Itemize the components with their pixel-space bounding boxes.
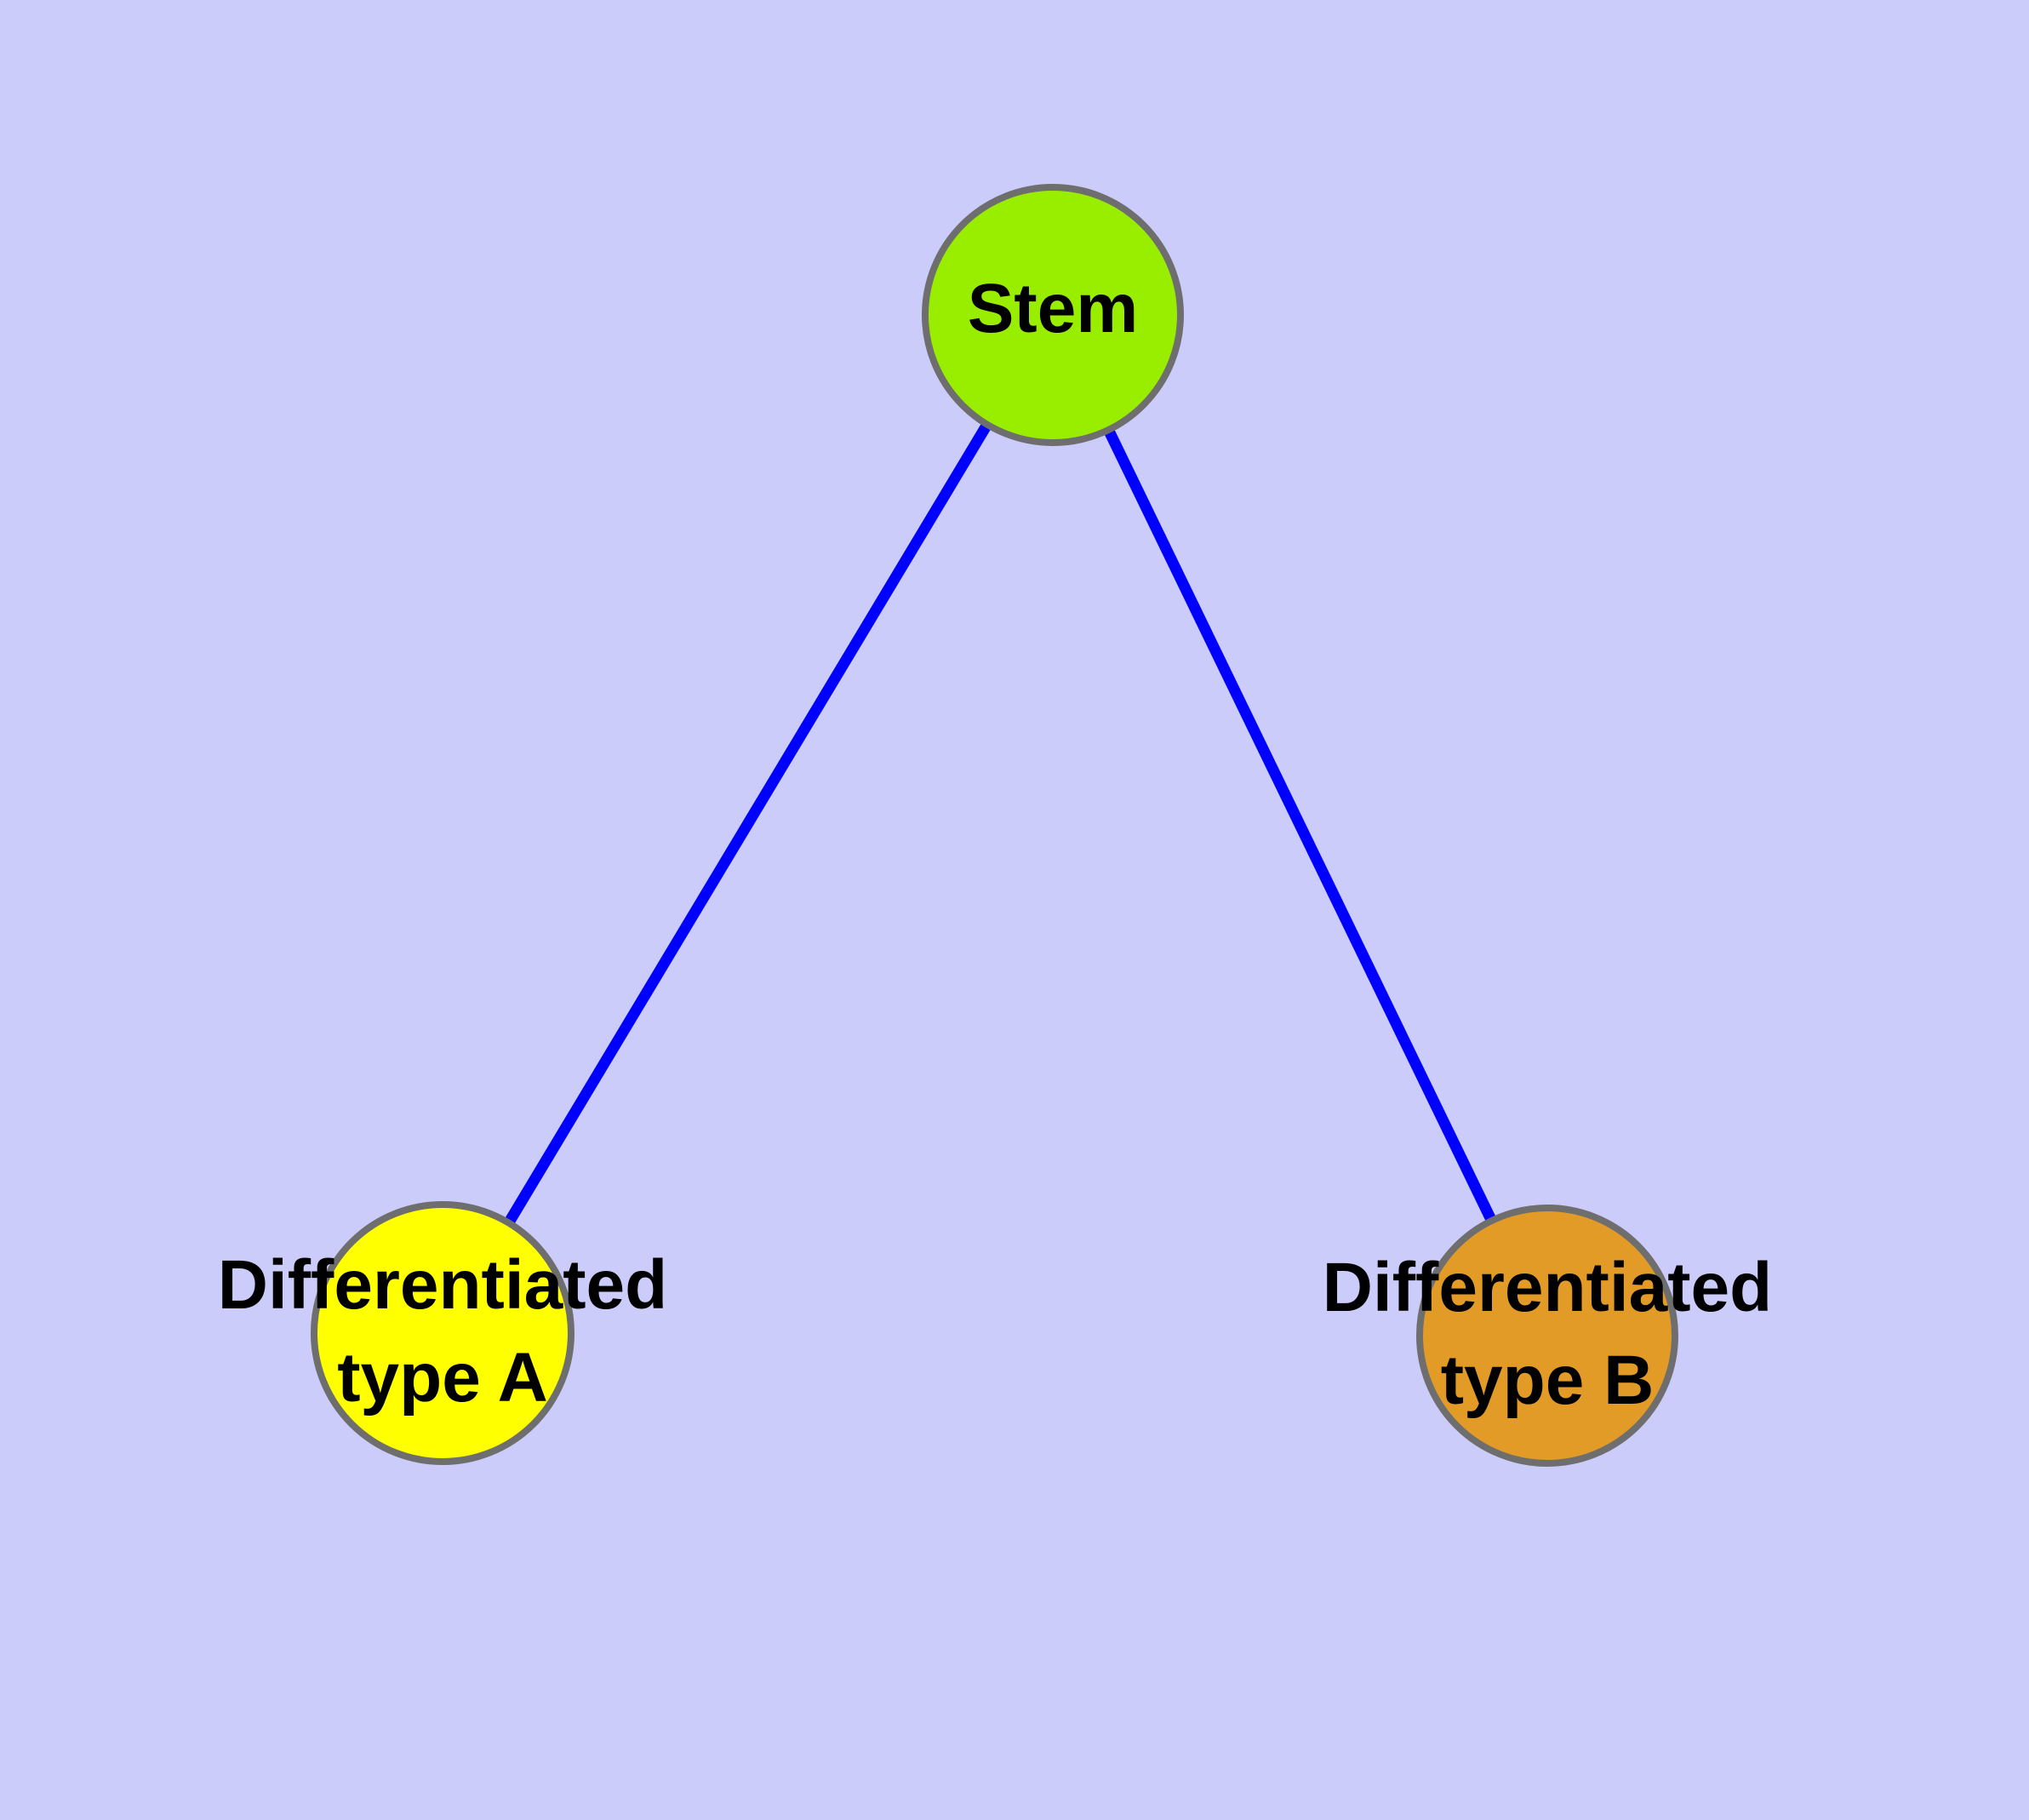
node-differentiated-type-a[interactable] [311,1201,574,1465]
node-stem[interactable] [922,184,1184,446]
edge-stem-to-differentiated-type-a [494,405,1002,1242]
node-layer [311,184,1678,1467]
node-differentiated-type-b[interactable] [1416,1205,1678,1467]
edge-layer [494,405,1506,1242]
edge-stem-to-differentiated-type-b [1095,410,1506,1240]
